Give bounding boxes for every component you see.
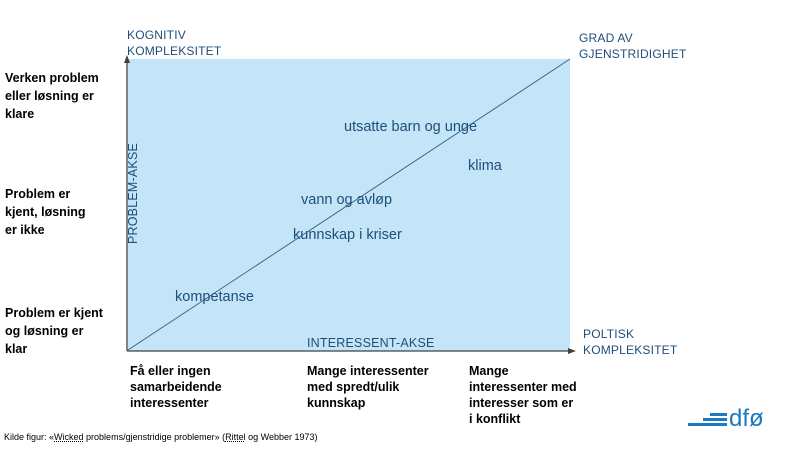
x-category-middle-line2: med spredt/ulik bbox=[307, 380, 400, 394]
topic-klima: klima bbox=[468, 158, 502, 174]
x-category-right-line3: interesser som er bbox=[469, 396, 574, 410]
y-category-bottom: Problem er kjent og løsning er klar bbox=[5, 304, 103, 358]
dfo-logo-text: dfø bbox=[729, 405, 764, 432]
source-wicked: Wicked bbox=[54, 432, 84, 442]
kognitiv-kompleksitet-label: KOGNITIV KOMPLEKSITET bbox=[127, 27, 221, 59]
y-category-top: Verken problem eller løsning er klare bbox=[5, 69, 99, 123]
topic-kompetanse: kompetanse bbox=[175, 289, 254, 305]
poltisk-line2: KOMPLEKSITET bbox=[583, 343, 678, 357]
x-category-right: Mange interessenter med interesser som e… bbox=[469, 363, 577, 427]
x-category-right-line1: Mange bbox=[469, 364, 509, 378]
interessent-akse-label: INTERESSENT-AKSE bbox=[307, 336, 435, 350]
source-middle: problems/gjenstridige problemer» ( bbox=[83, 432, 226, 442]
y-category-middle-line3: er ikke bbox=[5, 223, 45, 237]
problem-akse-label: PROBLEM-AKSE bbox=[126, 142, 140, 244]
x-category-middle-line3: kunnskap bbox=[307, 396, 366, 410]
y-axis-arrow bbox=[124, 55, 130, 63]
poltisk-line1: POLTISK bbox=[583, 327, 635, 341]
topic-vann-og-avlop: vann og avløp bbox=[301, 192, 393, 208]
source-prefix: Kilde figur: « bbox=[4, 432, 55, 442]
grad-line1: GRAD AV bbox=[579, 31, 633, 45]
poltisk-kompleksitet-label: POLTISK KOMPLEKSITET bbox=[583, 326, 677, 358]
y-category-top-line1: Verken problem bbox=[5, 71, 99, 85]
topic-utsatte-barn-og-unge: utsatte barn og unge bbox=[344, 119, 478, 135]
source-suffix: og Webber 1973) bbox=[245, 432, 318, 442]
x-category-middle-line1: Mange interessenter bbox=[307, 364, 429, 378]
x-category-left-line1: Få eller ingen bbox=[130, 364, 211, 378]
y-category-middle: Problem er kjent, løsning er ikke bbox=[5, 185, 86, 239]
y-category-middle-line2: kjent, løsning bbox=[5, 205, 86, 219]
source-rittel: Rittel bbox=[225, 432, 246, 442]
topic-kunnskap-i-kriser: kunnskap i kriser bbox=[293, 227, 402, 243]
x-category-middle: Mange interessenter med spredt/ulik kunn… bbox=[307, 363, 429, 411]
y-category-bottom-line3: klar bbox=[5, 342, 28, 356]
y-category-top-line3: klare bbox=[5, 107, 35, 121]
x-axis-arrow bbox=[568, 348, 576, 354]
kognitiv-line2: KOMPLEKSITET bbox=[127, 44, 222, 58]
x-category-right-line4: i konflikt bbox=[469, 412, 521, 426]
kognitiv-line1: KOGNITIV bbox=[127, 28, 186, 42]
x-category-right-line2: interessenter med bbox=[469, 380, 577, 394]
y-category-middle-line1: Problem er bbox=[5, 187, 71, 201]
dfo-logo-mark bbox=[688, 413, 727, 426]
source-citation: Kilde figur: «Wicked problems/gjenstridi… bbox=[4, 432, 318, 442]
x-category-left: Få eller ingen samarbeidende interessent… bbox=[130, 363, 222, 411]
grad-av-gjenstridighet-label: GRAD AV GJENSTRIDIGHET bbox=[579, 30, 686, 62]
diagonal-line bbox=[127, 58, 571, 351]
y-category-bottom-line2: og løsning er bbox=[5, 324, 84, 338]
y-category-top-line2: eller løsning er bbox=[5, 89, 94, 103]
y-category-bottom-line1: Problem er kjent bbox=[5, 306, 103, 320]
grad-line2: GJENSTRIDIGHET bbox=[579, 47, 687, 61]
x-category-left-line2: samarbeidende bbox=[130, 380, 222, 394]
x-category-left-line3: interessenter bbox=[130, 396, 209, 410]
